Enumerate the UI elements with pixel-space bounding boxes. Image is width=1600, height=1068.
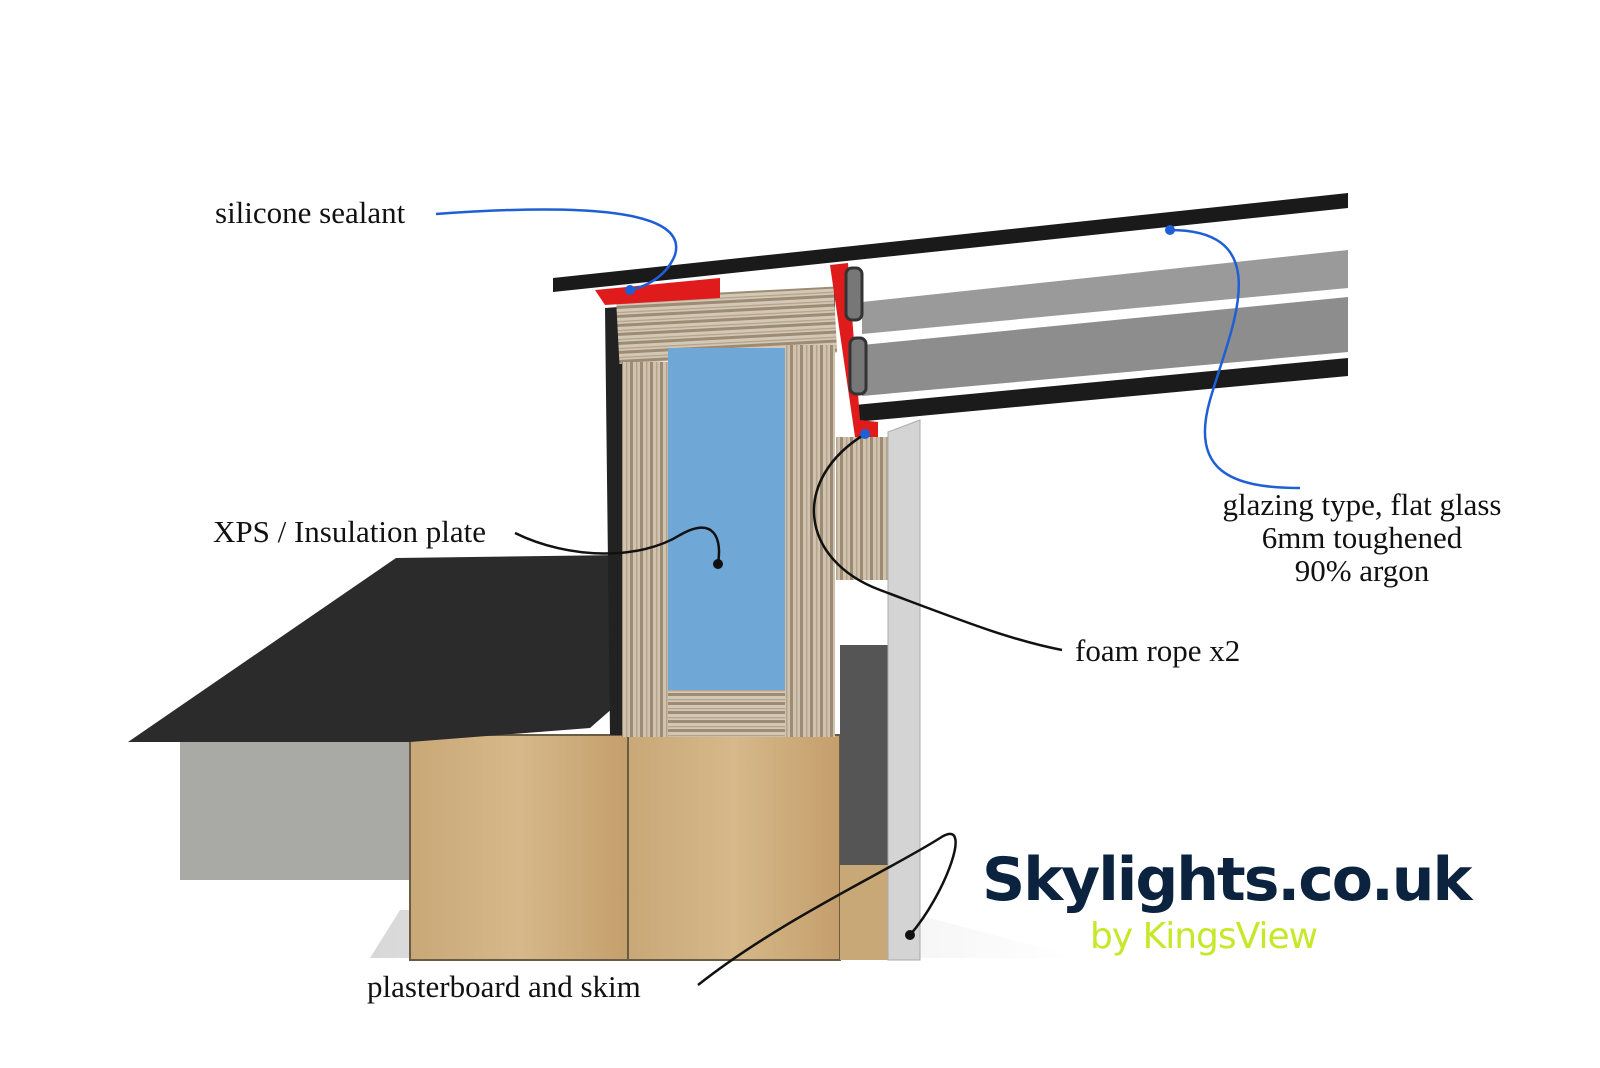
logo-name: Skylights.co.uk — [982, 845, 1475, 915]
leader-foam — [812, 432, 1063, 652]
glass-pane-lower — [862, 297, 1348, 396]
cavity — [840, 645, 888, 865]
inner-timber — [836, 437, 888, 580]
plasterboard — [887, 419, 921, 961]
leader-dot-silicone — [625, 285, 635, 295]
label-silicone-sealant: silicone sealant — [215, 195, 406, 230]
label-plasterboard: plasterboard and skim — [367, 969, 641, 1004]
label-foam-rope: foam rope x2 — [1075, 633, 1240, 668]
foam-rope-bottom — [848, 336, 868, 396]
leader-dot-plasterboard — [905, 930, 915, 940]
label-glazing-line2: 6mm toughened — [1262, 520, 1463, 555]
leader-dot-xps — [713, 559, 723, 569]
kerb-side-plywood-right — [785, 345, 835, 737]
concrete-deck — [180, 740, 412, 880]
foam-rope-top — [844, 266, 864, 322]
roof-membrane — [128, 555, 622, 742]
timber-joist-left — [409, 734, 629, 961]
label-xps-insulation: XPS / Insulation plate — [213, 514, 486, 549]
timber-joist-right — [627, 734, 841, 961]
leader-plasterboard — [697, 832, 957, 986]
glazing-top-profile — [553, 193, 1348, 292]
silicone-sealant — [595, 278, 720, 305]
glass-pane-middle — [862, 250, 1348, 334]
kerb-bottom-plywood — [668, 690, 785, 737]
leader-dot-foam — [860, 429, 870, 439]
label-glazing-line3: 90% argon — [1295, 553, 1430, 588]
xps-insulation — [668, 348, 785, 690]
label-glazing-line1: glazing type, flat glass — [1223, 487, 1502, 522]
leader-glazing — [1169, 228, 1301, 490]
leader-xps — [514, 526, 721, 564]
leader-silicone — [435, 208, 678, 292]
glazing-bottom-frame — [855, 358, 1348, 422]
kerb-top-plywood — [616, 286, 838, 364]
logo-tagline: by KingsView — [1090, 916, 1317, 957]
leader-dot-glazing — [1165, 225, 1175, 235]
